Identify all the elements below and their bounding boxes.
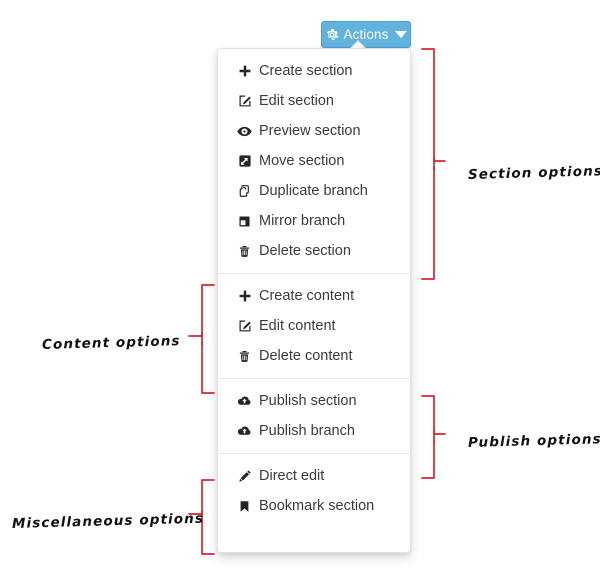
cloud-upload-icon — [237, 424, 252, 439]
menu-item-label: Bookmark section — [259, 498, 375, 515]
trash-icon — [237, 349, 252, 364]
menu-item-label: Direct edit — [259, 468, 325, 485]
menu-item-direct-edit[interactable]: Direct edit — [218, 461, 410, 491]
menu-item-move-section[interactable]: Move section — [218, 146, 410, 176]
menu-item-create-section[interactable]: Create section — [218, 56, 410, 86]
cloud-upload-icon — [237, 394, 252, 409]
copy-icon — [237, 184, 252, 199]
menu-group-miscellaneous-options: Direct edit Bookmark section — [218, 453, 410, 528]
bracket-content-options — [186, 281, 232, 399]
menu-item-label: Mirror branch — [259, 213, 346, 230]
menu-item-edit-section[interactable]: Edit section — [218, 86, 410, 116]
section-options-label: Section options — [467, 163, 600, 183]
menu-item-label: Publish section — [259, 393, 357, 410]
menu-item-duplicate-branch[interactable]: Duplicate branch — [218, 176, 410, 206]
gear-icon — [325, 28, 339, 42]
menu-item-mirror-branch[interactable]: Mirror branch — [218, 206, 410, 236]
menu-item-label: Publish branch — [259, 423, 355, 440]
bracket-miscellaneous-options — [186, 476, 232, 560]
mirror-icon — [237, 214, 252, 229]
bookmark-icon — [237, 499, 252, 514]
content-options-label: Content options — [41, 333, 181, 353]
menu-item-label: Edit content — [259, 318, 336, 335]
trash-icon — [237, 244, 252, 259]
bracket-section-options — [414, 44, 460, 284]
move-arrow-icon — [237, 154, 252, 169]
dropdown-arrow — [350, 41, 366, 50]
menu-item-label: Delete content — [259, 348, 353, 365]
menu-item-delete-section[interactable]: Delete section — [218, 236, 410, 266]
menu-item-label: Edit section — [259, 93, 334, 110]
bracket-publish-options — [414, 392, 460, 484]
plus-icon — [237, 64, 252, 79]
menu-group-section-options: Create section Edit section — [218, 49, 410, 273]
menu-item-label: Delete section — [259, 243, 351, 260]
pencil-icon — [237, 469, 252, 484]
pencil-square-icon — [237, 319, 252, 334]
menu-item-edit-content[interactable]: Edit content — [218, 311, 410, 341]
caret-down-icon — [395, 31, 408, 38]
menu-item-bookmark-section[interactable]: Bookmark section — [218, 491, 410, 521]
menu-group-publish-options: Publish section Publish branch — [218, 378, 410, 453]
menu-item-create-content[interactable]: Create content — [218, 281, 410, 311]
actions-dropdown-menu: Create section Edit section — [217, 48, 411, 553]
menu-item-preview-section[interactable]: Preview section — [218, 116, 410, 146]
actions-button-label: Actions — [343, 27, 389, 42]
menu-group-content-options: Create content Edit content — [218, 273, 410, 378]
menu-item-label: Create section — [259, 63, 353, 80]
publish-options-label: Publish options — [467, 431, 600, 451]
miscellaneous-options-label: Miscellaneous options — [11, 510, 205, 532]
menu-item-publish-branch[interactable]: Publish branch — [218, 416, 410, 446]
menu-item-label: Move section — [259, 153, 345, 170]
menu-item-label: Duplicate branch — [259, 183, 368, 200]
menu-item-delete-content[interactable]: Delete content — [218, 341, 410, 371]
pencil-square-icon — [237, 94, 252, 109]
menu-item-label: Preview section — [259, 123, 361, 140]
menu-item-publish-section[interactable]: Publish section — [218, 386, 410, 416]
plus-icon — [237, 289, 252, 304]
eye-icon — [237, 124, 252, 139]
menu-item-label: Create content — [259, 288, 355, 305]
